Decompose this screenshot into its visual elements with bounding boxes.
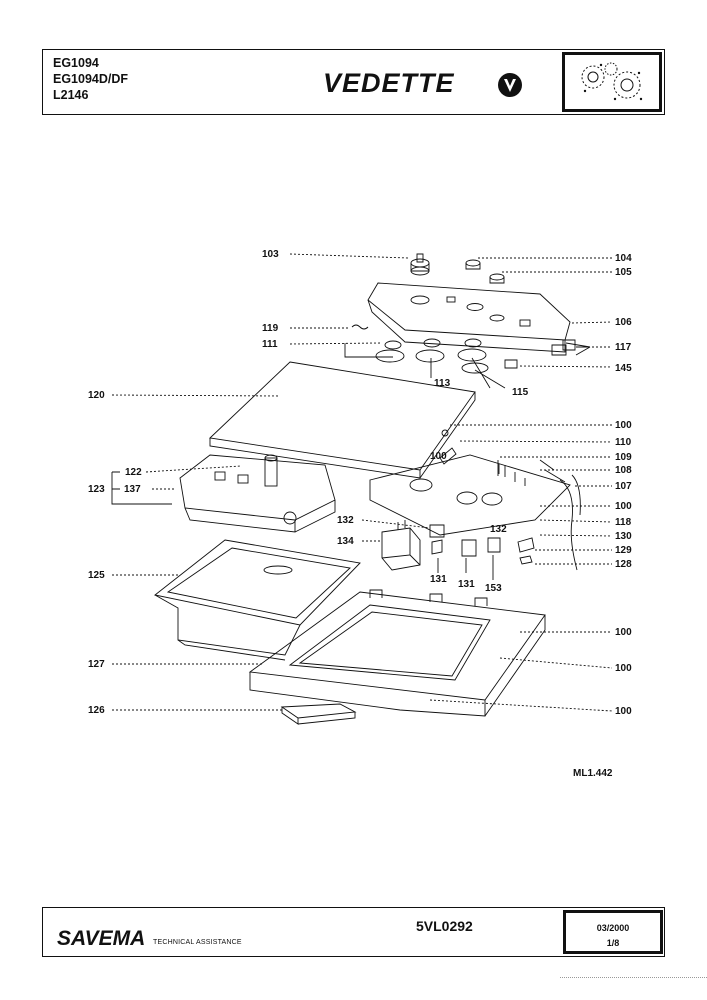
label-107: 107	[615, 481, 632, 492]
company-tagline: TECHNICAL ASSISTANCE	[153, 939, 242, 946]
company-name: SAVEMA	[57, 927, 146, 950]
label-106: 106	[615, 317, 632, 328]
label-129: 129	[615, 545, 632, 556]
model-line-1: EG1094	[53, 56, 99, 70]
label-131-a: 131	[430, 574, 447, 585]
label-103: 103	[262, 249, 279, 260]
model-line-2: EG1094D/DF	[53, 72, 129, 86]
label-100-b: 100	[430, 451, 447, 462]
document-date: 03/2000	[596, 923, 630, 933]
model-list: EG1094 EG1094D/DF L2146	[53, 55, 128, 103]
label-128: 128	[615, 559, 632, 570]
label-122: 122	[125, 467, 142, 478]
gears-icon	[581, 62, 643, 101]
label-100-d: 100	[615, 627, 632, 638]
brand-name: VEDETTE	[323, 68, 455, 98]
label-117: 117	[615, 342, 632, 353]
label-137: 137	[124, 484, 141, 495]
label-145: 145	[615, 363, 632, 374]
brand-v-logo-icon	[498, 73, 522, 97]
label-100-c: 100	[615, 501, 632, 512]
label-113: 113	[434, 378, 451, 389]
label-100-e: 100	[615, 663, 632, 674]
footer-box: SAVEMA TECHNICAL ASSISTANCE 5VL0292 03/2…	[42, 907, 665, 957]
label-111: 111	[262, 339, 278, 350]
label-100-f: 100	[615, 706, 632, 717]
label-125: 125	[88, 570, 105, 581]
transformer-part	[381, 527, 421, 571]
knob-part	[410, 253, 505, 284]
label-153: 153	[485, 583, 502, 594]
label-132-a: 132	[337, 515, 354, 526]
label-108: 108	[615, 465, 632, 476]
tub-assembly-part	[179, 454, 336, 521]
label-104: 104	[615, 253, 632, 264]
bottom-divider	[560, 977, 707, 978]
label-120: 120	[88, 390, 105, 401]
label-132-b: 132	[490, 524, 507, 535]
label-131-b: 131	[458, 579, 475, 590]
control-panel-part	[367, 282, 571, 341]
model-line-3: L2146	[53, 88, 89, 102]
label-109: 109	[615, 452, 632, 463]
label-100-a: 100	[615, 420, 632, 431]
detergent-drawer-part	[280, 703, 357, 719]
label-127: 127	[88, 659, 105, 670]
label-119: 119	[262, 323, 279, 334]
label-115: 115	[512, 387, 529, 398]
gear-logo-box	[562, 52, 662, 112]
diagram-reference: ML1.442	[573, 768, 613, 779]
label-126: 126	[88, 705, 105, 716]
label-118: 118	[615, 517, 632, 528]
document-number: 5VL0292	[416, 918, 473, 934]
circuit-board-part	[369, 454, 571, 536]
label-105: 105	[615, 267, 632, 278]
header-box: EG1094 EG1094D/DF L2146 VEDETTE	[42, 49, 665, 115]
label-110: 110	[615, 437, 632, 448]
date-page-box: 03/2000 1/8	[563, 910, 663, 954]
label-123: 123	[88, 484, 105, 495]
page-number: 1/8	[606, 938, 620, 948]
label-134: 134	[337, 536, 354, 547]
label-130: 130	[615, 531, 632, 542]
